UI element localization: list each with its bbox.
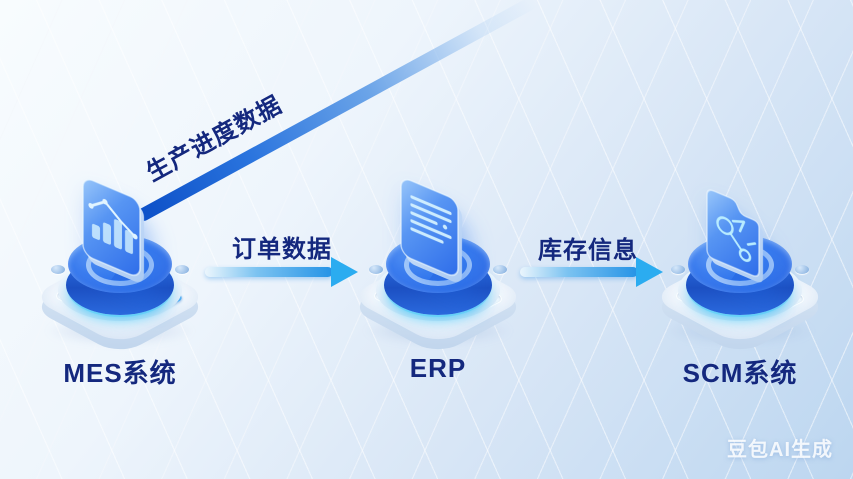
screw-icon <box>795 265 809 274</box>
screw-icon <box>51 265 65 274</box>
screw-icon <box>175 265 189 274</box>
node-label-erp: ERP <box>409 353 467 383</box>
ai-watermark: 豆包AI生成 <box>727 439 833 461</box>
screw-icon <box>493 265 507 274</box>
node-scm-platform: SCM系统 <box>645 155 835 395</box>
node-erp-platform: ERP <box>343 155 533 395</box>
arrow-shaft <box>205 267 333 277</box>
screw-icon <box>369 265 383 274</box>
flow-label-inventory-info: 库存信息 <box>538 237 638 264</box>
flow-label-order-data: 订单数据 <box>232 236 332 263</box>
arrow-shaft <box>520 267 638 277</box>
screw-icon <box>671 265 685 274</box>
node-mes-platform: MES系统 <box>25 155 215 395</box>
node-label-mes: MES系统 <box>63 358 177 388</box>
node-label-scm: SCM系统 <box>682 358 798 388</box>
